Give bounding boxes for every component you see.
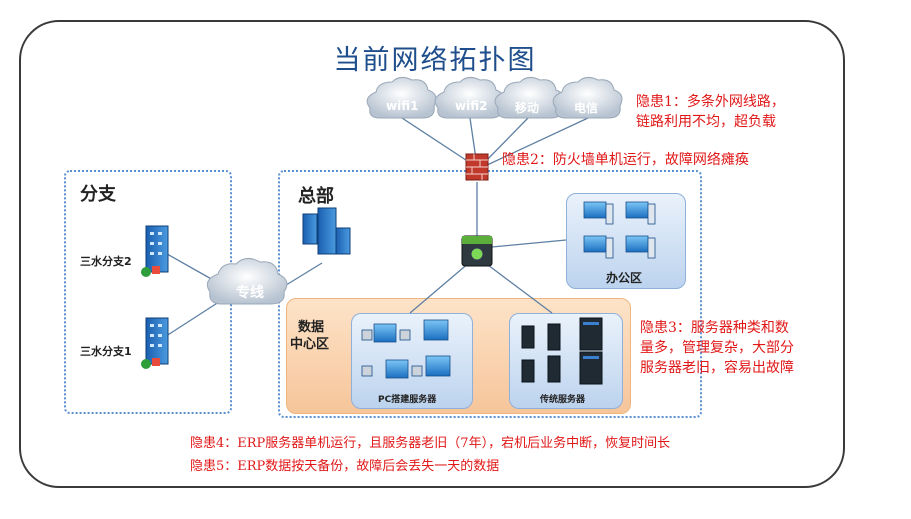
connection-lines <box>159 117 589 341</box>
datacenter-label-1: 数据 <box>298 320 325 335</box>
hq-title: 总部 <box>298 186 334 207</box>
firewall-icon <box>465 153 489 181</box>
hazard-1-line-2: 链路利用不均，超负载 <box>636 114 776 130</box>
hazard-3-line-1: 隐患3：服务器种类和数 <box>640 320 789 336</box>
datacenter-label-2: 中心区 <box>290 337 330 352</box>
diagram-title: 当前网络拓扑图 <box>333 45 537 76</box>
hazard-2: 隐患2：防火墙单机运行，故障网络瘫痪 <box>502 152 749 168</box>
branch-title: 分支 <box>80 184 116 205</box>
cloud-label-wifi2: wifi2 <box>455 99 488 113</box>
pc-server-icon <box>361 319 451 379</box>
hazard-4: 隐患4：ERP服务器单机运行，且服务器老旧（7年），宕机后业务中断，恢复时间长 <box>190 436 671 451</box>
computer-icon <box>583 201 656 259</box>
branch-site-1-label: 三水分支1 <box>80 345 132 358</box>
pc-server-box <box>351 313 473 409</box>
leased-line-label: 专线 <box>236 285 264 301</box>
hazard-1-line-1: 隐患1：多条外网线路， <box>636 94 785 110</box>
rack-server-icon <box>521 317 603 385</box>
pc-server-label: PC搭建服务器 <box>378 395 437 405</box>
branch-site-2-label: 三水分支2 <box>80 255 132 268</box>
office-label: 办公区 <box>606 271 643 285</box>
cloud-label-wifi1: wifi1 <box>386 99 419 113</box>
core-switch-icon <box>461 235 493 267</box>
hazard-5: 隐患5：ERP数据按天备份，故障后会丢失一天的数据 <box>190 459 500 474</box>
hq-building-icon <box>302 207 351 255</box>
branch-building-icon <box>141 225 169 277</box>
traditional-server-label: 传统服务器 <box>540 395 586 405</box>
cloud-label-telecom: 电信 <box>574 101 599 115</box>
cloud-label-mobile: 移动 <box>515 101 540 115</box>
cloud-icon <box>552 76 623 119</box>
hazard-3-line-2: 量多，管理复杂，大部分 <box>640 340 794 356</box>
hazard-3-line-3: 服务器老旧，容易出故障 <box>640 360 794 376</box>
cloud-icon <box>366 76 437 119</box>
cloud-icon <box>206 258 288 305</box>
branch-building-icon <box>141 317 169 369</box>
